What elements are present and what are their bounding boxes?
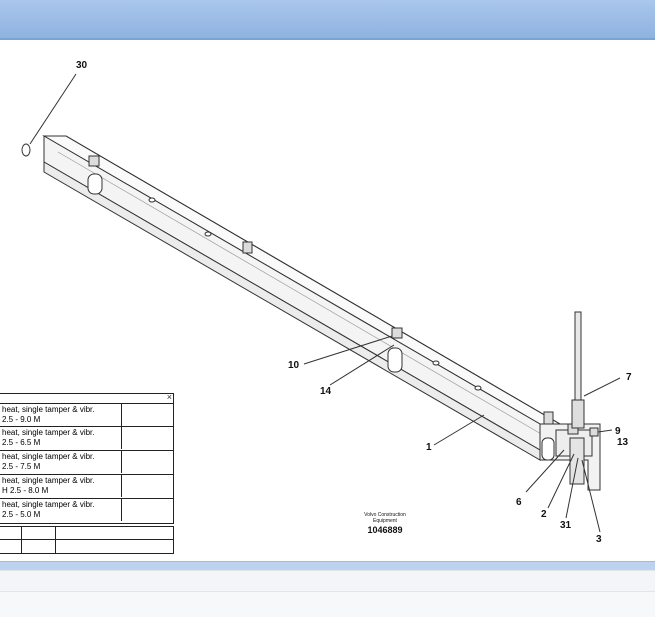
callout-10[interactable]: 10: [288, 360, 300, 371]
caption-equipment: Equipment: [373, 518, 397, 524]
row-description: heat, single tamper & vibr. 2.5 - 9.0 M: [0, 404, 122, 426]
bottom-toolbar: [0, 561, 655, 570]
table-row[interactable]: heat, single tamper & vibr. 2.5 - 5.0 M: [0, 498, 173, 521]
table-row[interactable]: heat, single tamper & vibr. 2.5 - 6.5 M: [0, 426, 173, 449]
status-bar: [0, 570, 655, 591]
footer-bar: [0, 591, 655, 617]
row-description: heat, single tamper & vibr. H 2.5 - 8.0 …: [0, 475, 122, 497]
row-description: heat, single tamper & vibr. 2.5 - 7.5 M: [0, 451, 122, 473]
callout-2[interactable]: 2: [541, 509, 547, 520]
column-divider: [55, 527, 56, 554]
callout-31[interactable]: 31: [560, 520, 572, 531]
callout-3[interactable]: 3: [596, 534, 602, 545]
drawing-caption: Volvo Construction Equipment 1046889: [345, 512, 425, 535]
callout-9[interactable]: 9: [615, 426, 621, 437]
callout-7[interactable]: 7: [626, 372, 632, 383]
caption-company: Volvo Construction: [364, 512, 406, 518]
row-description: heat, single tamper & vibr. 2.5 - 5.0 M: [0, 499, 122, 521]
table-row[interactable]: heat, single tamper & vibr. H 2.5 - 8.0 …: [0, 474, 173, 497]
callout-14[interactable]: 14: [320, 386, 332, 397]
close-icon[interactable]: ×: [166, 392, 172, 402]
table-divider: [0, 539, 173, 540]
drawing-number: 1046889: [367, 525, 403, 535]
callout-13[interactable]: 13: [617, 437, 629, 448]
top-toolbar: [0, 0, 655, 40]
callout-1[interactable]: 1: [426, 442, 432, 453]
exploded-view-drawing: [21, 73, 621, 533]
callout-6[interactable]: 6: [516, 497, 522, 508]
parts-table-popup: × heat, single tamper & vibr. 2.5 - 9.0 …: [0, 392, 174, 524]
table-row[interactable]: heat, single tamper & vibr. 2.5 - 9.0 M: [0, 403, 173, 426]
row-description: heat, single tamper & vibr. 2.5 - 6.5 M: [0, 427, 122, 449]
table-row[interactable]: heat, single tamper & vibr. 2.5 - 7.5 M: [0, 450, 173, 473]
callout-30[interactable]: 30: [76, 60, 88, 71]
parts-subtable: [0, 526, 174, 554]
column-divider: [21, 527, 22, 554]
